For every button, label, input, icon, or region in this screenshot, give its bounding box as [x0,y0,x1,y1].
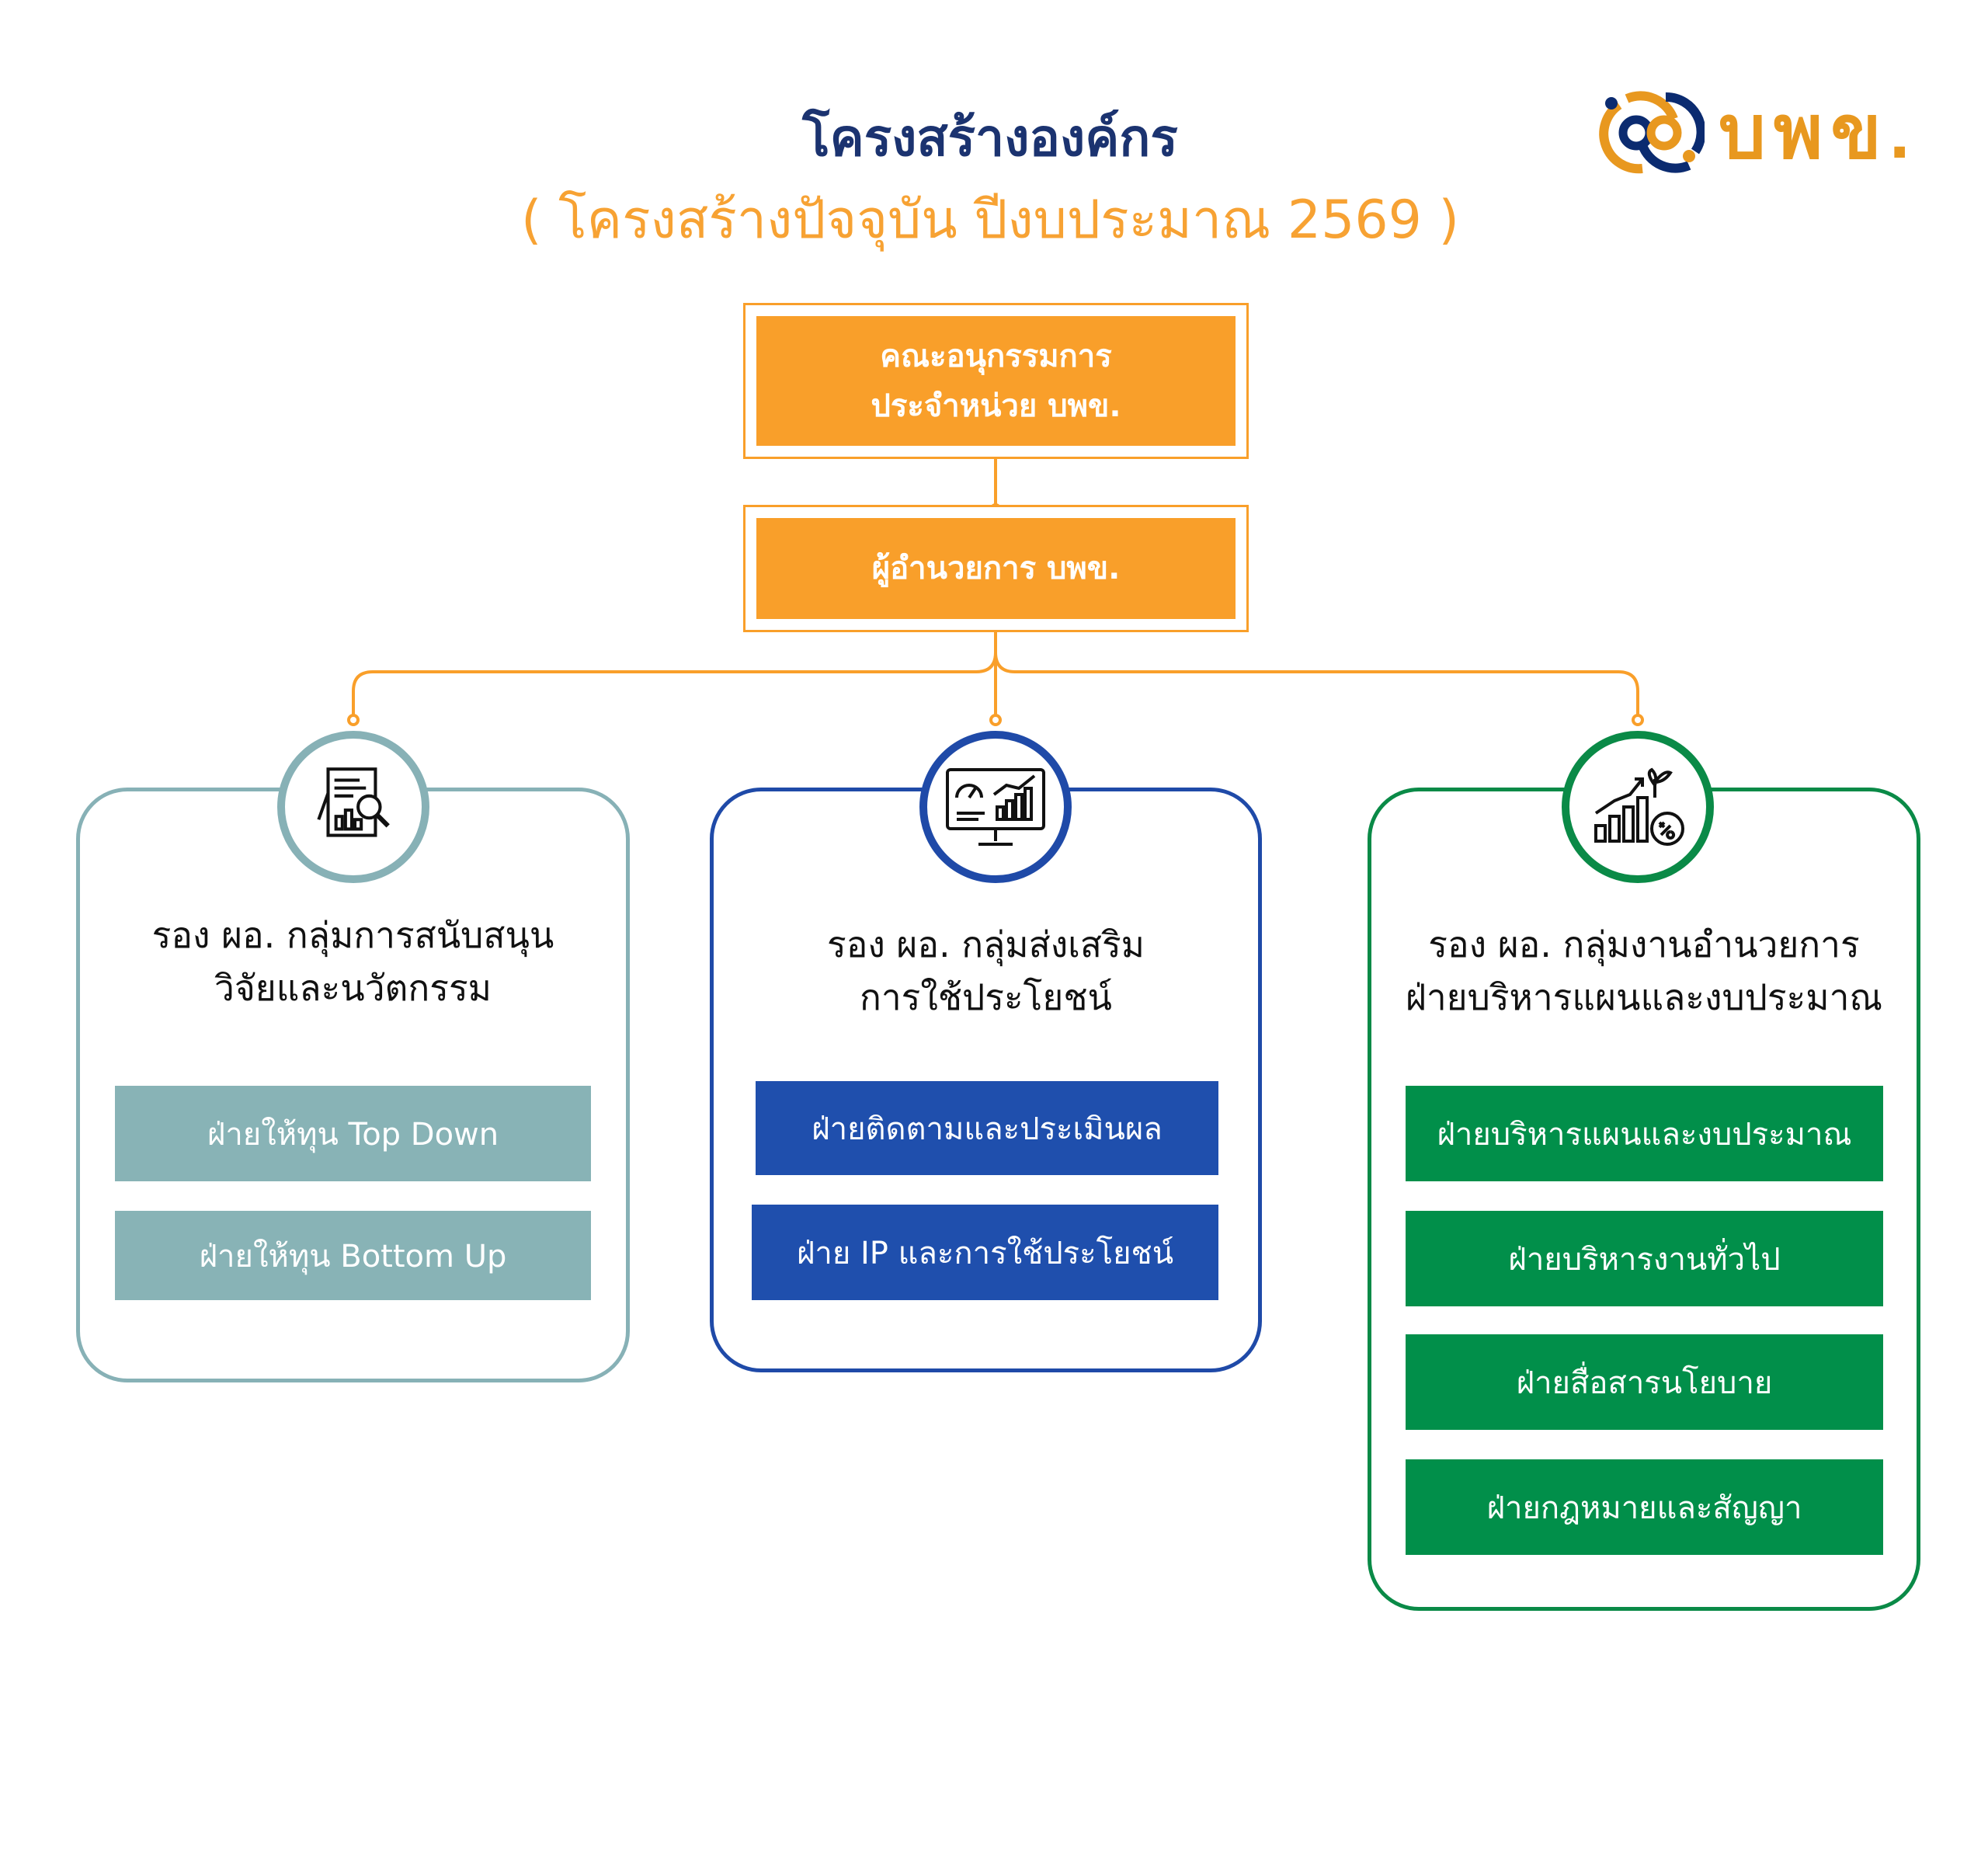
unit-label: ฝ่ายสื่อสารนโยบาย [1516,1365,1773,1401]
group-title-line2: การใช้ประโยชน์ [859,976,1112,1018]
director-box: ผู้อำนวยการ บพข. [743,505,1249,632]
unit-ip-utilization[interactable]: ฝ่าย IP และการใช้ประโยชน์ [752,1205,1218,1300]
unit-label: ฝ่ายบริหารแผนและงบประมาณ [1437,1116,1852,1153]
group-title-line1: รอง ผอ. กลุ่มการสนับสนุน [151,914,554,956]
page-title: โครงสร้างองค์กร [802,108,1178,168]
group-title-line2: ฝ่ายบริหารแผนและงบประมาณ [1405,976,1883,1018]
group-title: รอง ผอ. กลุ่มส่งเสริม การใช้ประโยชน์ [710,918,1262,1024]
page-subtitle: ( โครงสร้างปัจจุบัน ปีงบประมาณ 2569 ) [520,190,1460,251]
unit-label: ฝ่ายให้ทุน Bottom Up [199,1238,507,1275]
group-icon-circle [919,731,1072,883]
unit-policy-communication[interactable]: ฝ่ายสื่อสารนโยบาย [1406,1334,1883,1430]
group-title-line1: รอง ผอ. กลุ่มส่งเสริม [827,923,1145,965]
subcommittee-line1: คณะอนุกรรมการ [880,338,1112,374]
unit-plan-budget[interactable]: ฝ่ายบริหารแผนและงบประมาณ [1406,1086,1883,1181]
unit-general-admin[interactable]: ฝ่ายบริหารงานทั่วไป [1406,1211,1883,1306]
logo-text: บพข. [1719,90,1918,174]
unit-label: ฝ่ายให้ทุน Top Down [207,1116,499,1153]
group-icon-circle [1562,731,1714,883]
group-icon-circle [277,731,429,883]
group-title-line1: รอง ผอ. กลุ่มงานอำนวยการ [1428,923,1860,965]
growth-chart-icon [1594,767,1684,846]
group-title: รอง ผอ. กลุ่มงานอำนวยการ ฝ่ายบริหารแผนแล… [1368,918,1920,1024]
unit-label: ฝ่ายบริหารงานทั่วไป [1508,1241,1781,1278]
unit-monitoring-evaluation[interactable]: ฝ่ายติดตามและประเมินผล [756,1081,1218,1175]
dashboard-monitor-icon [946,768,1045,846]
subcommittee-box: คณะอนุกรรมการ ประจำหน่วย บพข. [743,303,1249,459]
logo-mark-icon [1599,90,1705,173]
research-document-icon [317,767,390,837]
group-title-line2: วิจัยและนวัตกรรม [214,967,492,1009]
unit-label: ฝ่ายกฎหมายและสัญญา [1486,1490,1802,1526]
unit-top-down[interactable]: ฝ่ายให้ทุน Top Down [115,1086,591,1181]
logo: บพข. [1596,87,1930,176]
director-label: ผู้อำนวยการ บพข. [871,551,1121,586]
unit-label: ฝ่าย IP และการใช้ประโยชน์ [796,1235,1174,1271]
unit-legal-contracts[interactable]: ฝ่ายกฎหมายและสัญญา [1406,1459,1883,1555]
unit-bottom-up[interactable]: ฝ่ายให้ทุน Bottom Up [115,1211,591,1300]
group-title: รอง ผอ. กลุ่มการสนับสนุน วิจัยและนวัตกรร… [76,909,630,1014]
subcommittee-line2: ประจำหน่วย บพข. [871,388,1121,424]
unit-label: ฝ่ายติดตามและประเมินผล [812,1111,1163,1147]
